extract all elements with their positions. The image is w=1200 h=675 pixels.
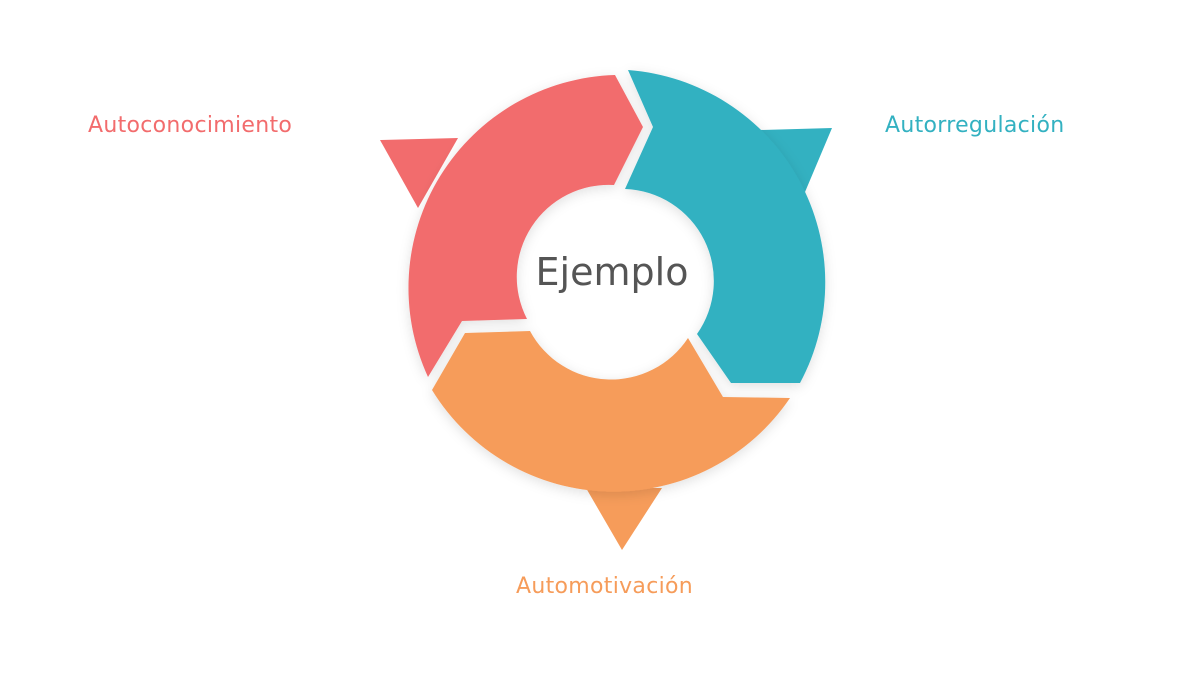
orange-segment [432, 331, 790, 492]
teal-segment [625, 70, 826, 383]
red-arrow-pointer [380, 138, 458, 208]
label-autoconocimiento: Autoconocimiento [88, 113, 293, 138]
orange-arrow-pointer [586, 488, 662, 550]
center-title: Ejemplo [535, 250, 689, 294]
label-automotivacion: Automotivación [516, 574, 694, 599]
label-autorregulacion: Autorregulación [885, 113, 1065, 138]
red-segment [408, 75, 643, 377]
teal-arrow-pointer [760, 128, 832, 192]
